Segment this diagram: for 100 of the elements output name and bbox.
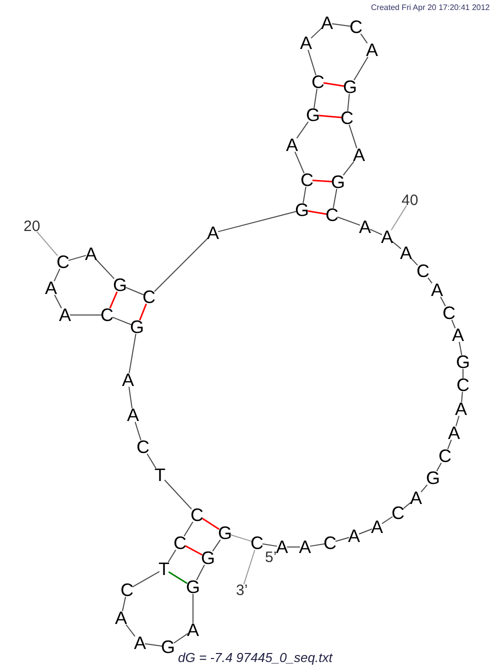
date-note: Created Fri Apr 20 17:20:41 2012 xyxy=(371,4,490,12)
backbone-line xyxy=(296,121,309,139)
nucleotide-letter: C xyxy=(136,438,150,456)
backbone-line xyxy=(462,368,464,379)
backbone-line xyxy=(440,296,446,307)
backbone-line xyxy=(128,386,133,409)
backbone-line xyxy=(451,319,456,329)
backbone-line xyxy=(348,124,358,149)
nucleotide-letter: C xyxy=(350,18,362,36)
position-number: 40 xyxy=(402,192,418,208)
nucleotide-letter: C xyxy=(174,534,186,552)
nucleotide-letter: A xyxy=(431,281,444,299)
nucleotide-letter: G xyxy=(456,353,470,371)
backbone-line xyxy=(332,188,338,209)
nucleotide-letter: A xyxy=(207,224,220,242)
leader-line xyxy=(243,549,256,585)
backbone-line xyxy=(294,151,305,174)
nucleotide-letter: G xyxy=(130,318,144,336)
backbone-line xyxy=(126,624,136,637)
nucleotide-letter: C xyxy=(142,288,156,306)
nucleotide-letter: G xyxy=(426,469,440,487)
nucleotide-letter: A xyxy=(286,136,298,154)
backbone-line xyxy=(334,536,350,542)
base-pair-line xyxy=(308,210,327,215)
caption: dG = -7.4 97445_0_seq.txt xyxy=(178,651,332,664)
nucleotide-letter: A xyxy=(353,146,366,164)
nucleotide-letter: A xyxy=(187,621,200,639)
nucleotide-letter: A xyxy=(127,406,140,424)
backbone-line xyxy=(96,258,115,280)
backbone-line xyxy=(173,632,188,644)
backbone-line xyxy=(308,49,316,76)
backbone-line xyxy=(54,268,60,282)
nucleotide-letter: A xyxy=(359,218,372,236)
nucleotide-letter: C xyxy=(416,262,430,280)
nucleotide-letter: A xyxy=(381,228,394,246)
backbone-line xyxy=(125,286,144,296)
backbone-line xyxy=(310,543,326,547)
backbone-line xyxy=(456,415,460,427)
nucleotide-letter: A xyxy=(115,609,128,627)
nucleotide-letter: A xyxy=(321,14,334,32)
position-number: 3’ xyxy=(236,582,248,598)
nucleotide-letter: C xyxy=(120,581,134,599)
backbone-line xyxy=(382,516,394,524)
nucleotide-letter: C xyxy=(324,534,336,552)
nucleotide-letter: C xyxy=(442,304,456,322)
backbone-line xyxy=(447,439,452,450)
backbone-line xyxy=(132,571,160,588)
backbone-line xyxy=(302,186,306,204)
nucleotide-letter: C xyxy=(300,171,314,189)
backbone-line xyxy=(184,521,194,537)
position-number: 20 xyxy=(24,218,40,234)
nucleotide-letter: C xyxy=(312,73,324,91)
backbone-line xyxy=(358,528,372,535)
backbone-line xyxy=(54,294,62,309)
base-pair-line xyxy=(109,292,118,308)
nucleotide-letter: A xyxy=(300,34,312,52)
base-pair-line xyxy=(318,114,342,118)
backbone-line xyxy=(428,277,432,284)
backbone-line xyxy=(370,228,382,236)
nucleotide-letter: A xyxy=(134,634,146,652)
backbone-line xyxy=(262,543,278,547)
nucleotide-letter: A xyxy=(366,41,378,59)
backbone-line xyxy=(332,23,352,27)
backbone-line xyxy=(436,462,442,472)
nucleotide-letter: A xyxy=(455,400,468,418)
nucleotide-letter: A xyxy=(371,518,384,536)
nucleotide-letter: C xyxy=(326,206,338,224)
backbone-line xyxy=(218,211,297,232)
nucleotide-letter: C xyxy=(56,253,70,271)
backbone-line xyxy=(68,254,86,261)
nucleotide-letter: G xyxy=(343,78,358,96)
nucleotide-letter: G xyxy=(161,638,176,656)
backbone-line xyxy=(354,56,368,81)
base-pair-line xyxy=(323,82,344,87)
nucleotide-letter: G xyxy=(201,549,216,567)
nucleotide-letter: C xyxy=(392,504,404,522)
backbone-line xyxy=(134,421,142,441)
nucleotide-letter: C xyxy=(456,376,470,394)
nucleotide-letter: C xyxy=(438,447,452,465)
base-pair-line xyxy=(139,304,147,320)
backbone-line xyxy=(230,534,252,542)
backbone-line xyxy=(154,238,208,292)
nucleotide-letter: A xyxy=(122,371,134,389)
backbone-line xyxy=(164,480,192,510)
nucleotide-letter: G xyxy=(295,201,310,219)
nucleotide-letter: T xyxy=(158,560,170,578)
backbone-line xyxy=(128,333,136,374)
backbone-line xyxy=(402,502,412,509)
backbone-line xyxy=(314,88,318,109)
base-pair-line xyxy=(202,518,220,530)
backbone-line xyxy=(392,240,402,250)
backbone-line xyxy=(420,484,428,493)
nucleotide-letter: C xyxy=(250,534,264,552)
backbone-line xyxy=(410,258,418,266)
nucleotide-letter: A xyxy=(85,245,98,263)
backbone-line xyxy=(458,341,462,356)
nucleotide-letter: A xyxy=(400,244,412,262)
nucleotide-letter: G xyxy=(186,578,200,596)
base-pair-line xyxy=(185,545,202,556)
backbone-line xyxy=(168,549,176,563)
